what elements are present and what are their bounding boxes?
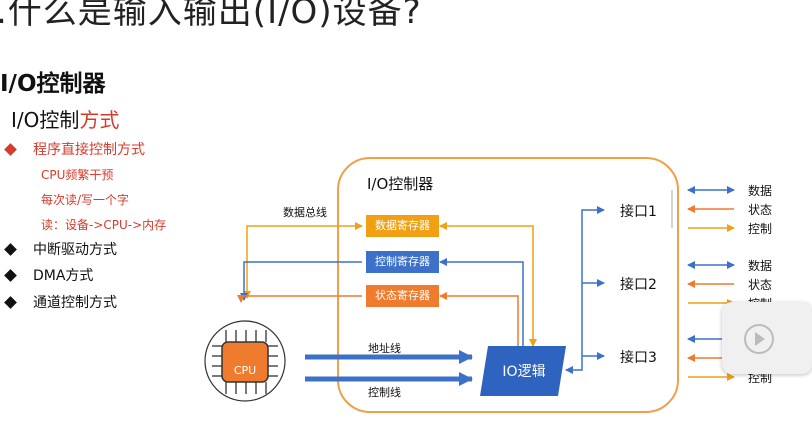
port-2: 接口2	[620, 277, 657, 293]
bullet-label: 程序直接控制方式	[33, 142, 145, 158]
signal-data: 数据	[748, 259, 773, 273]
bullet-interrupt: 中断驱动方式	[4, 239, 117, 259]
port2-signals	[687, 261, 735, 307]
bullet-dma: DMA方式	[4, 265, 94, 285]
bullet-label: 通道控制方式	[33, 295, 117, 311]
sub-item: 读：设备->CPU->内存	[41, 218, 167, 232]
port1-signals	[671, 186, 735, 232]
controller-label: I/O控制器	[367, 175, 434, 193]
slide-title: .什么是输入输出(I/O)设备?	[0, 0, 422, 32]
signal-control: 控制	[748, 222, 773, 236]
data-register: 数据寄存器	[366, 215, 439, 237]
subtitle: I/O控制方式	[11, 104, 119, 133]
bullet-channel: 通道控制方式	[4, 292, 117, 312]
bullet-label: 中断驱动方式	[33, 242, 117, 258]
control-reg-to-cpu-line	[240, 261, 362, 301]
subtitle-plain: I/O控制	[11, 108, 80, 132]
signal-data: 数据	[748, 184, 773, 198]
data-bus-label: 数据总线	[283, 206, 327, 219]
bullet-program-control: 程序直接控制方式	[4, 139, 145, 159]
play-icon[interactable]	[744, 324, 774, 354]
io-logic-block	[480, 346, 566, 396]
status-register: 状态寄存器	[366, 285, 439, 307]
control-reg-to-logic-line	[439, 258, 524, 346]
port-3: 接口3	[620, 350, 657, 366]
data-bus-line	[243, 222, 363, 299]
video-control-overlay[interactable]	[722, 302, 812, 374]
sub-item: 每次读/写一个字	[41, 193, 130, 207]
subtitle-accent: 方式	[79, 108, 120, 132]
bullet-label: DMA方式	[33, 268, 94, 284]
address-bus-label: 地址线	[368, 342, 401, 355]
logic-to-port1-line	[565, 206, 605, 374]
signal-control: 控制	[748, 371, 773, 385]
logic-to-status-reg-line	[439, 292, 519, 346]
control-register: 控制寄存器	[366, 251, 439, 273]
signal-status: 状态	[748, 203, 773, 217]
io-logic-label: IO逻辑	[502, 364, 546, 380]
control-bus-label: 控制线	[368, 386, 401, 399]
signal-status: 状态	[748, 278, 773, 292]
cpu-chip-icon	[204, 320, 286, 402]
status-reg-to-cpu-line	[237, 295, 362, 303]
section-title: I/O控制器	[0, 71, 106, 97]
data-reg-to-logic-line	[439, 222, 537, 347]
sub-item: CPU频繁干预	[41, 168, 114, 182]
port-1: 接口1	[620, 204, 657, 220]
cpu-label: CPU	[233, 364, 257, 377]
